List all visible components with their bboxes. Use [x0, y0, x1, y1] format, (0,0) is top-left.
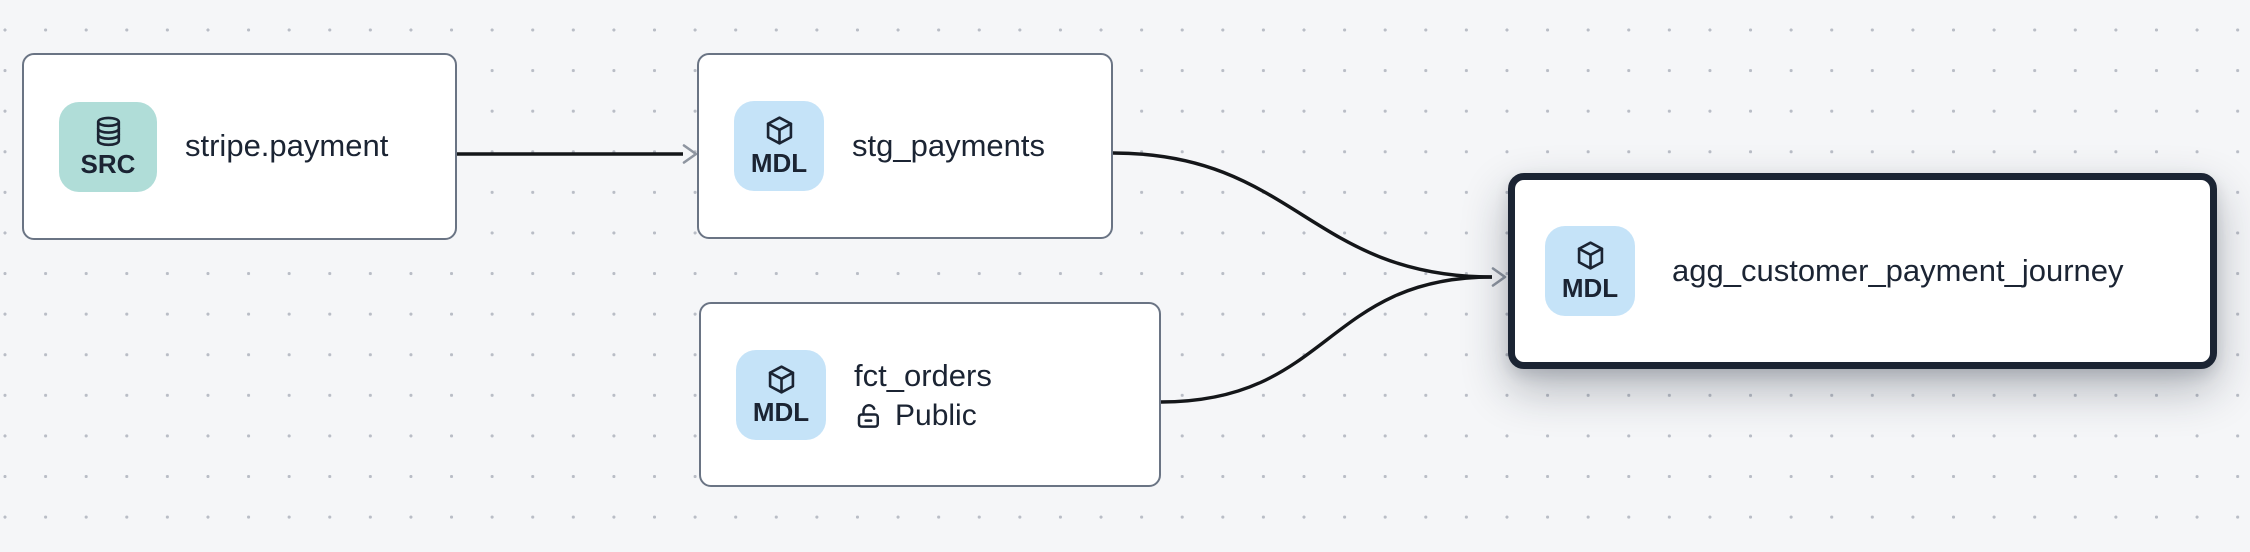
- node-title: stg_payments: [852, 127, 1045, 163]
- cube-icon: [768, 365, 794, 394]
- access-row: Public: [854, 399, 992, 433]
- node-title: fct_orders: [854, 358, 992, 394]
- node-title: stripe.payment: [185, 128, 389, 164]
- node-type-badge-src: SRC: [59, 101, 157, 192]
- node-type-badge-mdl: MDL: [736, 349, 826, 440]
- node-text-block: fct_orders Public: [854, 356, 992, 432]
- node-type-badge-mdl: MDL: [1545, 226, 1635, 316]
- arrowhead-icon: [1491, 267, 1507, 287]
- node-type-label: SRC: [80, 148, 136, 179]
- lineage-node-agg-customer-payment-journey[interactable]: MDL agg_customer_payment_journey: [1508, 173, 2217, 369]
- node-title: agg_customer_payment_journey: [1672, 252, 2124, 288]
- arrowhead-icon: [682, 144, 698, 164]
- access-label: Public: [895, 398, 977, 432]
- edge-stg-payments-to-agg-customer-payment-journey: [1112, 151, 1493, 279]
- lock-open-icon: [857, 403, 879, 428]
- lineage-node-stg-payments[interactable]: MDL stg_payments: [697, 53, 1113, 239]
- lineage-node-fct-orders[interactable]: MDL fct_orders Public: [699, 302, 1161, 487]
- node-type-label: MDL: [1561, 273, 1619, 304]
- node-type-label: MDL: [750, 148, 808, 179]
- node-type-label: MDL: [752, 396, 810, 427]
- cube-icon: [1577, 241, 1603, 270]
- lineage-node-stripe-payment[interactable]: SRC stripe.payment: [22, 53, 457, 240]
- cube-icon: [766, 116, 792, 145]
- edge-fct-orders-to-agg-customer-payment-journey: [1160, 275, 1493, 404]
- database-icon: [96, 116, 120, 146]
- node-type-badge-mdl: MDL: [734, 101, 824, 191]
